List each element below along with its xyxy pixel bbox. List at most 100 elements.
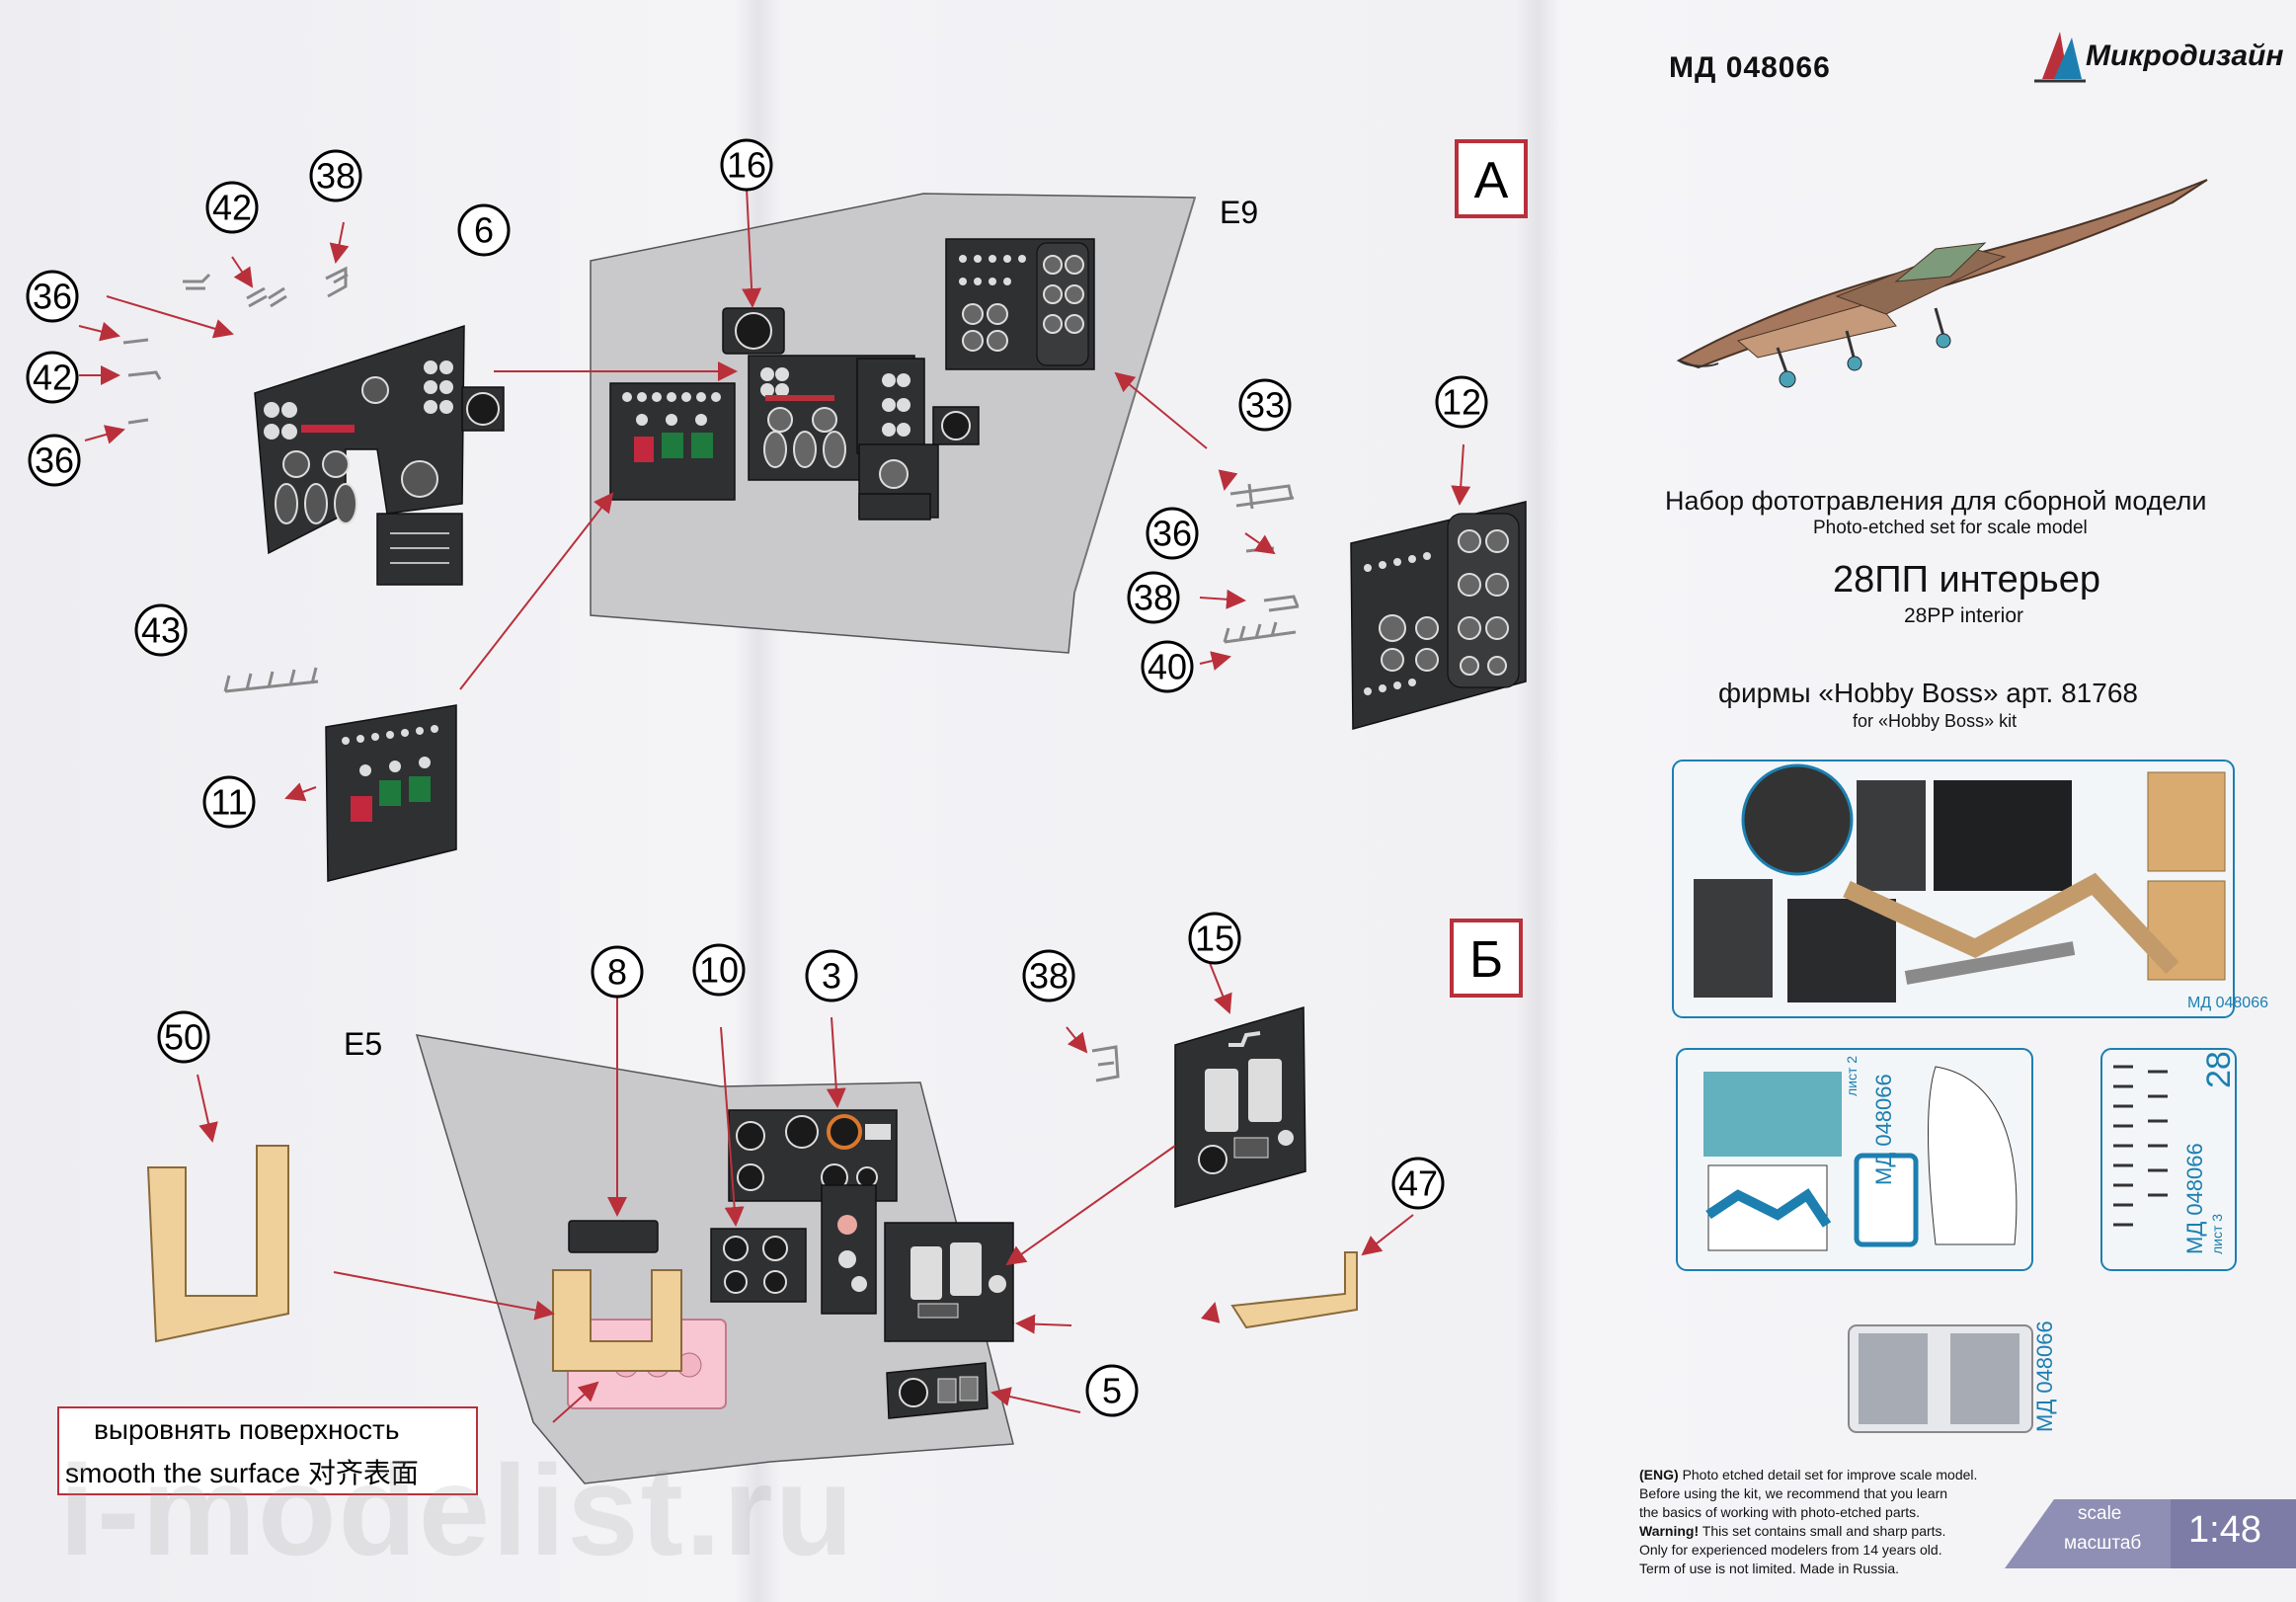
svg-text:МД 048066: МД 048066 — [2187, 995, 2268, 1011]
svg-text:Б: Б — [1469, 931, 1503, 989]
footer-line-4: This set contains small and sharp parts. — [1702, 1523, 1946, 1539]
e9-center-cluster — [748, 355, 980, 521]
part-3-panel — [728, 1109, 898, 1315]
callout-43: 43 — [134, 603, 188, 657]
svg-text:38: 38 — [1134, 578, 1173, 618]
svg-text:42: 42 — [33, 358, 72, 398]
svg-text:11: 11 — [210, 782, 247, 823]
svg-text:А: А — [1474, 152, 1509, 209]
model-en: 28PP interior — [1904, 604, 2024, 627]
model-ru: 28ПП интерьер — [1833, 559, 2100, 601]
callout-50: 50 — [157, 1010, 210, 1064]
svg-text:15: 15 — [1195, 919, 1234, 959]
scale-badge-right: 1:48 — [2171, 1499, 2296, 1568]
warning-tag: Warning! — [1639, 1523, 1700, 1539]
section-b-box: Б — [1450, 919, 1523, 998]
callout-36b: 36 — [28, 434, 81, 487]
fret-sheet-3: 28 МД 048066 лист 3 — [2100, 1048, 2238, 1271]
section-a-box: А — [1455, 139, 1528, 218]
fret-sheet-1: МД 048066 — [1672, 760, 2268, 1018]
part-5-panel — [886, 1362, 989, 1419]
callout-16: 16 — [720, 138, 773, 192]
svg-text:5: 5 — [1102, 1371, 1122, 1411]
part-11-panel — [325, 704, 457, 882]
callout-6: 6 — [457, 203, 511, 257]
part-6-panel — [254, 324, 505, 586]
svg-text:50: 50 — [164, 1017, 203, 1058]
part-12-panel — [1350, 501, 1527, 730]
svg-text:12: 12 — [1442, 382, 1481, 423]
svg-text:6: 6 — [474, 210, 494, 251]
part-50-frame — [146, 1145, 289, 1343]
aircraft-illustration — [1676, 179, 2208, 388]
svg-text:36: 36 — [35, 441, 74, 481]
callout-5: 5 — [1085, 1364, 1139, 1417]
callout-36c: 36 — [1146, 507, 1199, 560]
label-e9: E9 — [1220, 195, 1258, 230]
svg-text:42: 42 — [212, 188, 252, 228]
svg-text:8: 8 — [607, 952, 627, 993]
svg-text:16: 16 — [727, 145, 766, 186]
callout-3: 3 — [805, 949, 858, 1002]
footer-line-1: Photo etched detail set for improve scal… — [1682, 1467, 1978, 1482]
svg-text:43: 43 — [141, 610, 181, 651]
brand-logo — [2034, 32, 2086, 83]
callout-11: 11 — [202, 775, 256, 829]
svg-text:МД 048066: МД 048066 — [2032, 1321, 2057, 1432]
seat-frame-50-placed — [552, 1269, 682, 1372]
label-e5: E5 — [344, 1026, 382, 1062]
footer-line-6: Term of use is not limited. Made in Russ… — [1639, 1561, 1899, 1576]
callout-15: 15 — [1188, 912, 1241, 965]
watermark: i-modelist.ru — [59, 1438, 856, 1582]
note-en: smooth the surface 对齐表面 — [65, 1458, 419, 1488]
svg-text:28: 28 — [2200, 1051, 2238, 1088]
part-8-plate — [568, 1220, 659, 1253]
note-ru: выровнять поверхность — [94, 1414, 400, 1445]
footer-line-5: Only for experienced modelers from 14 ye… — [1639, 1542, 1942, 1558]
title-ru: Набор фототравления для сборной модели — [1665, 486, 2207, 516]
pe-part-38-b — [1091, 1045, 1120, 1082]
scale-badge-left: scale масштаб — [2054, 1499, 2171, 1568]
kit-en: for «Hobby Boss» kit — [1853, 711, 2018, 731]
part-47-bracket — [1230, 1251, 1358, 1329]
svg-text:36: 36 — [33, 277, 72, 317]
callout-33: 33 — [1238, 378, 1292, 432]
svg-text:3: 3 — [822, 956, 841, 997]
svg-text:МД 048066: МД 048066 — [1871, 1074, 1896, 1185]
part-15-panel — [1174, 1006, 1306, 1208]
part-15-exploded — [884, 1222, 1014, 1342]
scale-badge: scale масштаб 1:48 — [2005, 1499, 2296, 1602]
pe-comb-43 — [223, 667, 319, 693]
brand-name: Микродизайн — [2086, 40, 2284, 72]
eng-tag: (ENG) — [1639, 1467, 1679, 1482]
callout-42b: 42 — [26, 351, 79, 404]
footer-line-2: Before using the kit, we recommend that … — [1639, 1485, 1948, 1501]
footer-line-3: the basics of working with photo-etched … — [1639, 1504, 1921, 1520]
title-en: Photo-etched set for scale model — [1813, 518, 2088, 538]
pe-parts-right — [1223, 483, 1300, 644]
svg-text:38: 38 — [316, 156, 356, 197]
callout-42a: 42 — [205, 181, 259, 234]
scale-value: 1:48 — [2188, 1509, 2261, 1551]
callout-40: 40 — [1141, 640, 1194, 693]
scale-label-ru: масштаб — [2064, 1533, 2142, 1554]
callout-38b: 38 — [1127, 571, 1180, 624]
fret-sheet-2: лист 2 МД 048066 — [1676, 1048, 2033, 1271]
kit-ru: фирмы «Hobby Boss» арт. 81768 — [1718, 678, 2138, 708]
film-sheet: МД 048066 — [1848, 1321, 2057, 1433]
svg-text:МД 048066: МД 048066 — [2182, 1143, 2207, 1254]
part-10-panel — [710, 1228, 807, 1303]
callout-8: 8 — [591, 945, 644, 999]
callout-38a: 38 — [309, 149, 362, 202]
callout-10: 10 — [692, 943, 746, 997]
callout-47: 47 — [1391, 1157, 1445, 1210]
e9-right-module — [945, 238, 1095, 370]
scale-label-en: scale — [2078, 1503, 2122, 1524]
product-code: МД 048066 — [1669, 51, 1831, 84]
pe-levers-top-left — [122, 266, 349, 425]
svg-text:33: 33 — [1245, 385, 1285, 426]
svg-text:38: 38 — [1029, 956, 1069, 997]
svg-text:36: 36 — [1152, 514, 1192, 554]
